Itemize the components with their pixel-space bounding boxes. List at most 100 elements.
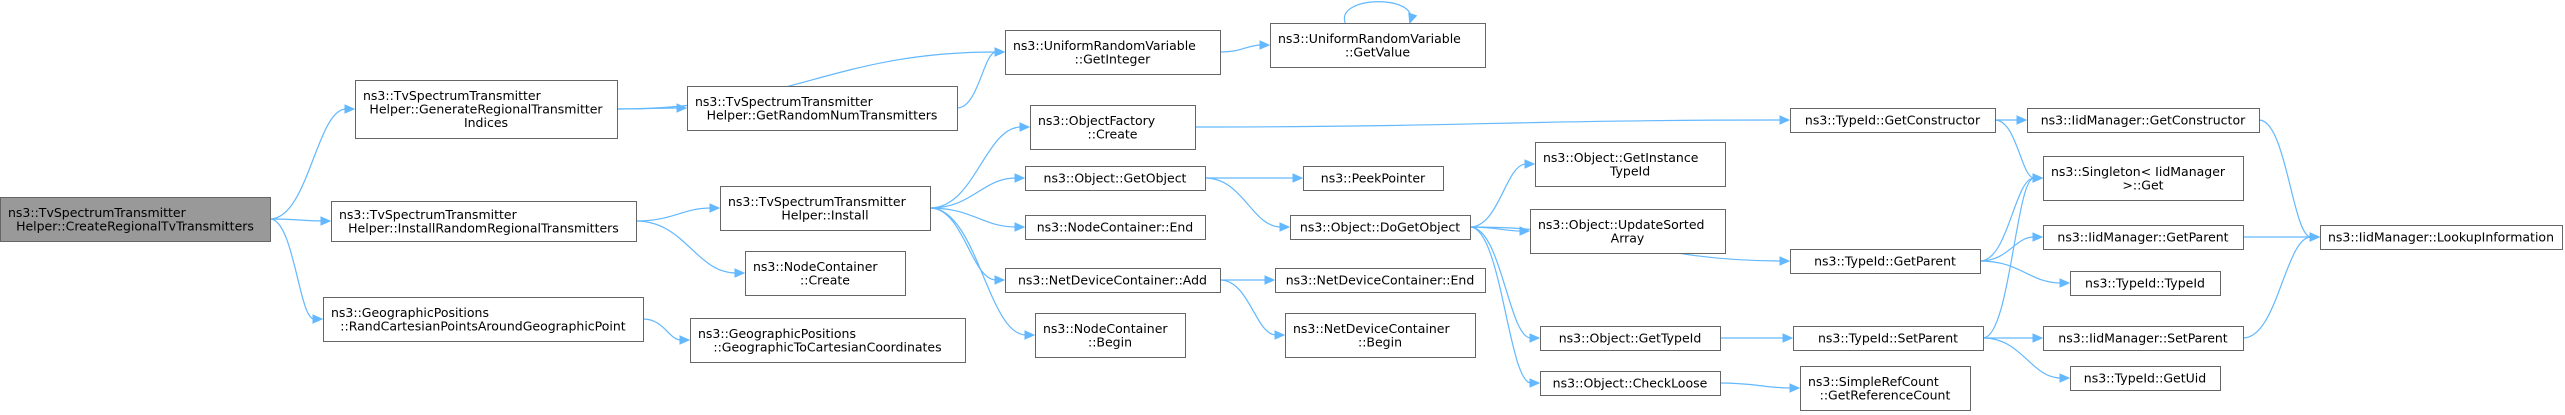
edge-line — [269, 218, 315, 320]
node-label-line: ns3::Object::GetInstance — [1543, 150, 1699, 165]
node-install[interactable]: ns3::TvSpectrumTransmitterHelper::Instal… — [720, 186, 931, 231]
edge-checkloose-to-refcount — [1719, 382, 1801, 393]
node-getrandnum[interactable]: ns3::TvSpectrumTransmitterHelper::GetRan… — [687, 86, 958, 131]
edge-ndc-add-to-ndc-begin — [1219, 279, 1286, 340]
node-tid-getuid[interactable]: ns3::TypeId::GetUid — [2070, 366, 2221, 391]
node-box — [1303, 166, 1444, 191]
edge-line — [1219, 44, 1262, 53]
node-label-line: ns3::TvSpectrumTransmitter — [8, 205, 187, 220]
node-label-line: ::GetReferenceCount — [1820, 387, 1951, 402]
node-uni-getval[interactable]: ns3::UniformRandomVariable::GetValue — [1270, 23, 1486, 68]
node-ndc-end[interactable]: ns3::NetDeviceContainer::End — [1275, 268, 1486, 293]
node-gen[interactable]: ns3::TvSpectrumTransmitterHelper::Genera… — [355, 80, 618, 139]
edge-iid-setparent-to-lookup — [2242, 232, 2321, 339]
node-tid-getctor[interactable]: ns3::TypeId::GetConstructor — [1790, 108, 1996, 133]
edge-line — [929, 177, 1017, 209]
node-root[interactable]: ns3::TvSpectrumTransmitterHelper::Create… — [0, 197, 271, 242]
node-iid-getctor[interactable]: ns3::IidManager::GetConstructor — [2027, 108, 2260, 133]
edge-arrowhead — [734, 268, 746, 278]
node-nc-create[interactable]: ns3::NodeContainer::Create — [745, 251, 906, 296]
edge-line — [1719, 382, 1792, 389]
node-label-line: ns3::NetDeviceContainer::End — [1286, 273, 1475, 288]
edge-arrowhead — [1014, 173, 1026, 183]
node-label-line: ns3::Object::GetObject — [1044, 171, 1187, 186]
edge-arrowhead — [344, 104, 356, 114]
edge-objfactory-to-tid-getctor — [1194, 115, 1791, 128]
node-gettypeid[interactable]: ns3::Object::GetTypeId — [1540, 326, 1721, 351]
node-iid-getparent[interactable]: ns3::IidManager::GetParent — [2043, 225, 2244, 250]
node-label-line: ns3::Object::DoGetObject — [1300, 220, 1460, 235]
node-nc-end[interactable]: ns3::NodeContainer::End — [1025, 215, 1206, 240]
node-label-line: ns3::NodeContainer::End — [1037, 220, 1193, 235]
edge-line — [2258, 119, 2312, 238]
node-ndc-begin[interactable]: ns3::NetDeviceContainer::Begin — [1285, 313, 1476, 358]
node-nc-begin[interactable]: ns3::NodeContainer::Begin — [1035, 313, 1186, 358]
node-lookup[interactable]: ns3::IidManager::LookupInformation — [2320, 225, 2563, 250]
edge-iid-getctor-to-lookup — [2258, 119, 2321, 242]
node-box — [1025, 166, 1206, 191]
node-box — [745, 251, 906, 296]
node-label-line: >::Get — [2122, 177, 2163, 192]
edge-line — [929, 207, 1027, 336]
node-tid-getparent[interactable]: ns3::TypeId::GetParent — [1790, 249, 1981, 274]
node-box — [355, 80, 618, 139]
node-ndc-add[interactable]: ns3::NetDeviceContainer::Add — [1005, 268, 1221, 293]
edge-line — [929, 207, 1017, 228]
node-label-line: Helper::InstallRandomRegionalTransmitter… — [348, 220, 619, 235]
node-tid-typeid[interactable]: ns3::TypeId::TypeId — [2070, 271, 2221, 296]
node-label-line: Indices — [464, 115, 508, 130]
node-checkloose[interactable]: ns3::Object::CheckLoose — [1540, 371, 1721, 396]
node-peek[interactable]: ns3::PeekPointer — [1303, 166, 1444, 191]
node-label-line: Helper::GetRandomNumTransmitters — [707, 107, 938, 122]
node-box — [2027, 108, 2260, 133]
node-refcount[interactable]: ns3::SimpleRefCount::GetReferenceCount — [1800, 366, 1971, 411]
edge-arrowhead — [1782, 333, 1794, 343]
edge-arrowhead — [679, 335, 691, 345]
edge-arrowhead — [2032, 232, 2044, 242]
edge-getobject-to-dogetobject — [1204, 177, 1291, 232]
node-box — [2070, 271, 2221, 296]
edge-gettypeid-to-tid-setparent — [1719, 333, 1794, 343]
node-box — [1535, 142, 1726, 187]
edge-line — [1469, 226, 1532, 339]
node-label-line: ns3::UniformRandomVariable — [1013, 38, 1196, 53]
edge-line — [1344, 1, 1411, 24]
edge-root-to-geo-rand — [269, 218, 324, 324]
node-box — [1275, 268, 1486, 293]
node-label-line: ns3::IidManager::GetConstructor — [2041, 113, 2246, 128]
edge-root-to-gen — [269, 104, 356, 220]
edge-tid-setparent-to-iid-setparent — [1982, 333, 2044, 343]
edge-arrowhead — [994, 275, 1006, 285]
node-box — [0, 197, 271, 242]
node-geo-rand[interactable]: ns3::GeographicPositions::RandCartesianP… — [323, 297, 644, 342]
edge-ndc-add-to-ndc-end — [1220, 275, 1276, 285]
node-box — [1540, 326, 1721, 351]
node-label-line: ns3::TvSpectrumTransmitter — [728, 194, 907, 209]
node-label-line: ns3::TvSpectrumTransmitter — [339, 207, 518, 222]
node-label-line: ::Create — [1088, 126, 1138, 141]
edge-uni-getval-to-uni-getval — [1344, 1, 1418, 25]
edge-line — [1194, 119, 1782, 128]
node-objfactory[interactable]: ns3::ObjectFactory::Create — [1030, 105, 1196, 150]
node-box — [1285, 313, 1476, 358]
node-dogetobject[interactable]: ns3::Object::DoGetObject — [1290, 215, 1471, 240]
edge-line — [642, 318, 682, 341]
node-getobject[interactable]: ns3::Object::GetObject — [1025, 166, 1206, 191]
node-label-line: ::Begin — [1088, 334, 1132, 349]
edge-dogetobject-to-getinst — [1469, 159, 1536, 228]
node-singleton[interactable]: ns3::Singleton< IidManager >::Get — [2043, 156, 2244, 201]
node-inst-rand[interactable]: ns3::TvSpectrumTransmitterHelper::Instal… — [331, 201, 637, 242]
node-geo-conv[interactable]: ns3::GeographicPositions::GeographicToCa… — [690, 318, 966, 363]
edge-arrowhead — [994, 47, 1006, 57]
edge-line — [1982, 177, 2035, 339]
node-label-line: ns3::IidManager::LookupInformation — [2328, 230, 2554, 245]
node-iid-setparent[interactable]: ns3::IidManager::SetParent — [2043, 326, 2244, 351]
edge-arrowhead — [1264, 275, 1276, 285]
edge-tid-setparent-to-tid-getuid — [1982, 337, 2071, 383]
node-tid-setparent[interactable]: ns3::TypeId::SetParent — [1793, 326, 1984, 351]
edge-arrowhead — [1524, 159, 1536, 169]
node-uni-getint[interactable]: ns3::UniformRandomVariable::GetInteger — [1005, 30, 1221, 75]
edge-getrandnum-to-uni-getint — [956, 47, 1006, 109]
